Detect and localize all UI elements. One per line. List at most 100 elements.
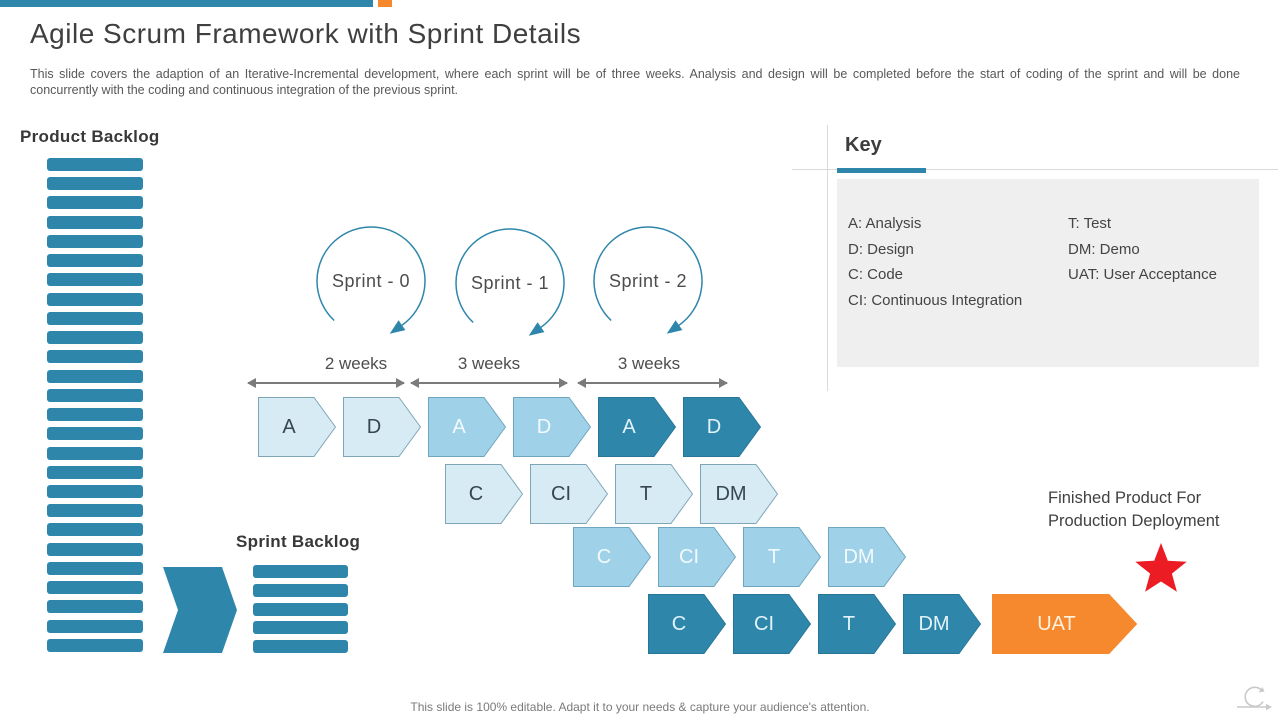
flow-shape-label: DM (843, 545, 875, 568)
page-title: Agile Scrum Framework with Sprint Detail… (30, 18, 582, 49)
flow-shape-label: A (282, 415, 296, 438)
sprint-2-label: Sprint - 2 (608, 271, 688, 291)
backlog-bar (47, 215, 143, 229)
backlog-bar (47, 311, 143, 325)
flow-shape-label: UAT (1037, 612, 1076, 635)
key-divider-vertical (827, 125, 828, 391)
backlog-bar (47, 292, 143, 306)
backlog-bar (47, 427, 143, 441)
backlog-bar (47, 331, 143, 345)
backlog-bar (47, 273, 143, 287)
backlog-bar (47, 523, 143, 537)
backlog-bar (47, 638, 143, 652)
sprint-1-label: Sprint - 1 (470, 273, 550, 293)
backlog-bar (47, 350, 143, 364)
duration-arrow-icon (577, 378, 728, 388)
footer-note: This slide is 100% editable. Adapt it to… (410, 700, 870, 714)
flow-shape-test: T (818, 594, 896, 654)
flow-shape-uat: UAT (992, 594, 1137, 654)
sprint-2-duration: 3 weeks (617, 354, 681, 373)
star-icon (1135, 543, 1187, 592)
flow-shape-analysis: A (428, 397, 506, 457)
slide-description: This slide covers the adaption of an Ite… (30, 67, 1240, 97)
backlog-bar (47, 504, 143, 518)
backlog-bar (47, 542, 143, 556)
key-item: T: Test (1068, 215, 1112, 232)
backlog-bar (47, 177, 143, 191)
flow-shape-label: A (452, 415, 466, 438)
flow-shape-analysis: A (598, 397, 676, 457)
key-item: D: Design (848, 240, 914, 258)
top-accent-bar-teal (0, 0, 373, 7)
duration-arrow-icon (410, 378, 568, 388)
key-divider-horizontal (792, 169, 1278, 170)
key-item: DM: Demo (1068, 240, 1140, 258)
product-backlog-label: Product Backlog (20, 127, 160, 146)
flow-shape-label: C (671, 612, 687, 635)
finished-product-caption: Finished Product For Production Deployme… (1048, 487, 1220, 533)
sprint-loop-icon (316, 226, 426, 334)
backlog-bar (47, 465, 143, 479)
sprint-backlog-label: Sprint Backlog (236, 532, 361, 551)
flow-shape-demo: DM (828, 527, 906, 587)
flow-shape-label: DM (918, 612, 950, 635)
flow-shape-label: D (536, 415, 552, 438)
flow-shape-label: T (842, 612, 856, 635)
flow-shape-ci: CI (658, 527, 736, 587)
sprint-loop-icon (455, 228, 565, 336)
backlog-bar (47, 234, 143, 248)
backlog-bar (253, 565, 348, 578)
backlog-bar (47, 196, 143, 210)
flow-shape-label: CI (679, 545, 699, 568)
flow-shape-label: CI (754, 612, 774, 635)
flow-shape-demo: DM (903, 594, 981, 654)
flow-shape-label: CI (551, 482, 571, 505)
backlog-bar (47, 484, 143, 498)
flow-shape-design: D (343, 397, 421, 457)
flow-shape-label: T (767, 545, 781, 568)
flow-shape-code: C (445, 464, 523, 524)
backlog-bar (47, 619, 143, 633)
flow-shape-label: A (622, 415, 636, 438)
backlog-bar (47, 600, 143, 614)
flow-shape-test: T (743, 527, 821, 587)
flow-shape-label: D (366, 415, 382, 438)
backlog-bar (253, 602, 348, 616)
finished-product-line1: Finished Product For (1048, 489, 1202, 507)
backlog-bar (47, 561, 143, 575)
flow-shape-label: C (596, 545, 612, 568)
agile-loop-icon (1237, 686, 1272, 711)
key-items-right: T: Test DM: Demo UAT: User Acceptance (1068, 211, 1217, 288)
backlog-bar (47, 408, 143, 422)
duration-arrow-icon (247, 378, 405, 388)
chevron-arrow-icon (163, 567, 237, 653)
flow-shape-analysis: A (258, 397, 336, 457)
key-item: CI: Continuous Integration (848, 292, 1023, 310)
finished-product-line2: Production Deployment (1048, 512, 1220, 530)
backlog-bar (253, 583, 348, 597)
backlog-bar (47, 581, 143, 595)
key-item: A: Analysis (848, 215, 922, 232)
flow-shape-demo: DM (700, 464, 778, 524)
key-title: Key (845, 134, 882, 156)
key-items-left: A: Analysis D: Design C: Code CI: Contin… (848, 211, 1022, 314)
sprint-0-label: Sprint - 0 (331, 271, 411, 291)
key-panel (837, 179, 1259, 367)
sprint-0-duration: 2 weeks (324, 354, 388, 373)
flow-shape-label: T (639, 482, 653, 505)
sprint-1-duration: 3 weeks (457, 354, 521, 373)
flow-shape-label: D (706, 415, 722, 438)
backlog-bar (47, 254, 143, 268)
key-item: UAT: User Acceptance (1068, 266, 1217, 284)
backlog-bar (47, 158, 143, 171)
flow-shape-design: D (683, 397, 761, 457)
top-accent-bar-orange (378, 0, 392, 7)
flow-shape-label: C (468, 482, 484, 505)
product-backlog-bars (47, 158, 143, 652)
backlog-bar (253, 640, 348, 653)
backlog-bar (47, 369, 143, 383)
key-title-underline (837, 168, 926, 173)
sprint-loop-icon (593, 226, 703, 334)
backlog-bar (253, 621, 348, 635)
